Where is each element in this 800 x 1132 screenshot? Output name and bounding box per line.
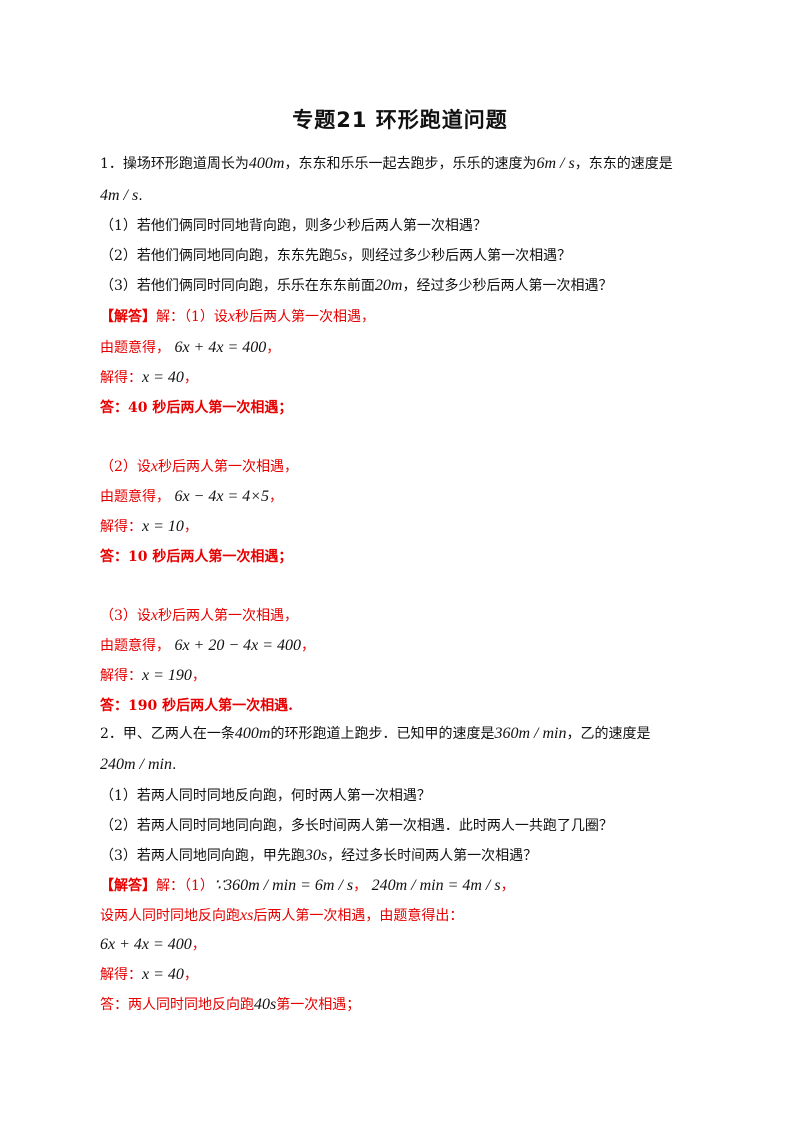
q-text: ，经过多少秒后两人第一次相遇？ — [402, 278, 613, 294]
answer-text: 由题意得， — [100, 638, 170, 654]
answer-text: ， — [191, 937, 206, 953]
math-head-start: 5s — [332, 247, 348, 264]
answer-text: ， — [183, 967, 198, 983]
answer-text: （2）设 — [100, 459, 151, 475]
math-conversion: ∵360m / min = 6m / s — [213, 877, 354, 894]
answer-text: 解得： — [100, 519, 142, 535]
answer1-equation: 由题意得， 6x + 4x = 400， — [100, 338, 280, 358]
math-var: xs — [240, 907, 254, 924]
answer-text: 解得： — [100, 370, 142, 386]
problem1-intro-cont: 4m / s. — [100, 186, 143, 206]
answer-text: 后两人第一次相遇，由题意得出： — [253, 908, 464, 924]
answer-text: ， — [500, 878, 515, 894]
problem2-q2: （2）若两人同时同地同向跑，多长时间两人第一次相遇．此时两人一共跑了几圈？ — [100, 818, 613, 834]
math-equation: 6x + 4x = 400 — [100, 936, 192, 953]
math-speed-lele: 6m / s — [536, 155, 575, 172]
math-conversion: 240m / min = 4m / s — [371, 877, 501, 894]
answer4-solution: 解得：x = 40， — [100, 965, 198, 985]
q-text: （2）若他们俩同地同向跑，东东先跑 — [100, 248, 333, 264]
answer-text: 解：（1）设 — [156, 309, 228, 325]
answer1-header: 【解答】解：（1）设x秒后两人第一次相遇， — [100, 307, 375, 327]
answer1-solution: 解得：x = 40， — [100, 368, 198, 388]
answer-text: 秒后两人第一次相遇， — [158, 459, 299, 475]
problem1-q3: （3）若他们俩同时同向跑，乐乐在东东前面20m，经过多少秒后两人第一次相遇？ — [100, 276, 612, 296]
q-text: ，经过多长时间两人第一次相遇？ — [327, 848, 538, 864]
answer4-setup: 设两人同时同地反向跑xs后两人第一次相遇，由题意得出： — [100, 906, 463, 926]
math-solution: x = 190 — [142, 667, 192, 684]
problem2-q1: （1）若两人同时同地反向跑，何时两人第一次相遇？ — [100, 788, 431, 804]
math-solution: x = 40 — [142, 369, 184, 386]
answer-tag: 【解答】 — [100, 878, 156, 894]
q-text: （3）若他们俩同时同向跑，乐乐在东东前面 — [100, 278, 375, 294]
problem2-text: . — [172, 757, 177, 773]
math-var: x — [227, 308, 236, 325]
answer-text: 解得： — [100, 967, 142, 983]
answer-text: ， — [269, 489, 284, 505]
q-text: （3）若两人同地同向跑，甲先跑 — [100, 848, 305, 864]
answer-text: 秒后两人第一次相遇， — [235, 309, 376, 325]
math-solution: x = 40 — [142, 966, 184, 983]
math-time: 40s — [254, 996, 277, 1013]
page-title: 专题21 环形跑道问题 — [292, 108, 508, 132]
answer3-conclusion: 答：190 秒后两人第一次相遇. — [100, 698, 293, 714]
problem2-intro-cont: 240m / min. — [100, 755, 176, 775]
answer-text: 解得： — [100, 668, 142, 684]
answer-text: 秒后两人第一次相遇， — [158, 608, 299, 624]
problem1-q2: （2）若他们俩同地同向跑，东东先跑5s，则经过多少秒后两人第一次相遇？ — [100, 246, 571, 266]
answer-text: 由题意得， — [100, 489, 170, 505]
problem2-text: 的环形跑道上跑步．已知甲的速度是 — [270, 726, 495, 742]
math-var: x — [150, 607, 159, 624]
problem1-intro: 1．操场环形跑道周长为400m，东东和乐乐一起去跑步，乐乐的速度为6m / s，… — [100, 154, 673, 174]
math-distance: 20m — [374, 277, 403, 294]
answer-text: ， — [183, 370, 198, 386]
answer2-conclusion: 答：10 秒后两人第一次相遇； — [100, 549, 293, 565]
answer-text: 由题意得， — [100, 340, 170, 356]
problem1-text: . — [138, 188, 143, 204]
math-var: x — [150, 458, 159, 475]
q-text: ，则经过多少秒后两人第一次相遇？ — [347, 248, 572, 264]
math-track-length: 400m — [234, 725, 271, 742]
math-head-start: 30s — [304, 847, 328, 864]
answer4-conclusion: 答：两人同时同地反向跑40s第一次相遇； — [100, 995, 360, 1015]
answer2-equation: 由题意得， 6x − 4x = 4×5， — [100, 487, 283, 507]
answer-text: （3）设 — [100, 608, 151, 624]
answer-text: ， — [301, 638, 316, 654]
math-speed-jia: 360m / min — [494, 725, 567, 742]
answer3-header: （3）设x秒后两人第一次相遇， — [100, 606, 298, 626]
answer1-conclusion: 答：40 秒后两人第一次相遇； — [100, 400, 293, 416]
answer4-equation: 6x + 4x = 400， — [100, 935, 206, 955]
answer-text: ， — [191, 668, 206, 684]
answer2-solution: 解得：x = 10， — [100, 517, 198, 537]
answer-text: 第一次相遇； — [276, 997, 361, 1013]
answer-text: ， — [353, 878, 368, 894]
answer-text: 解：（1） — [156, 878, 214, 894]
problem2-text: 2．甲、乙两人在一条 — [100, 726, 235, 742]
math-speed-yi: 240m / min — [100, 756, 172, 773]
math-equation: 6x + 4x = 400 — [174, 339, 267, 356]
problem1-text: ，东东和乐乐一起去跑步，乐乐的速度为 — [284, 156, 537, 172]
answer-text: 答：两人同时同地反向跑 — [100, 997, 254, 1013]
math-perimeter: 400m — [248, 155, 285, 172]
answer-tag: 【解答】 — [100, 309, 156, 325]
problem2-text: ，乙的速度是 — [566, 726, 651, 742]
problem1-q1: （1）若他们俩同时同地背向跑，则多少秒后两人第一次相遇？ — [100, 218, 487, 234]
math-solution: x = 10 — [142, 518, 184, 535]
math-equation: 6x − 4x = 4×5 — [174, 488, 270, 505]
problem1-text: ，东东的速度是 — [574, 156, 673, 172]
answer-text: ， — [183, 519, 198, 535]
math-speed-dongdong: 4m / s — [100, 187, 139, 204]
problem1-text: 1．操场环形跑道周长为 — [100, 156, 249, 172]
answer-text: 设两人同时同地反向跑 — [100, 908, 240, 924]
problem2-q3: （3）若两人同地同向跑，甲先跑30s，经过多长时间两人第一次相遇？ — [100, 846, 537, 866]
answer3-solution: 解得：x = 190， — [100, 666, 206, 686]
math-equation: 6x + 20 − 4x = 400 — [174, 637, 302, 654]
answer2-header: （2）设x秒后两人第一次相遇， — [100, 457, 298, 477]
answer4-header: 【解答】解：（1）∵360m / min = 6m / s， 240m / mi… — [100, 876, 515, 896]
problem2-intro: 2．甲、乙两人在一条400m的环形跑道上跑步．已知甲的速度是360m / min… — [100, 724, 650, 744]
answer-text: ， — [266, 340, 281, 356]
answer3-equation: 由题意得， 6x + 20 − 4x = 400， — [100, 636, 315, 656]
